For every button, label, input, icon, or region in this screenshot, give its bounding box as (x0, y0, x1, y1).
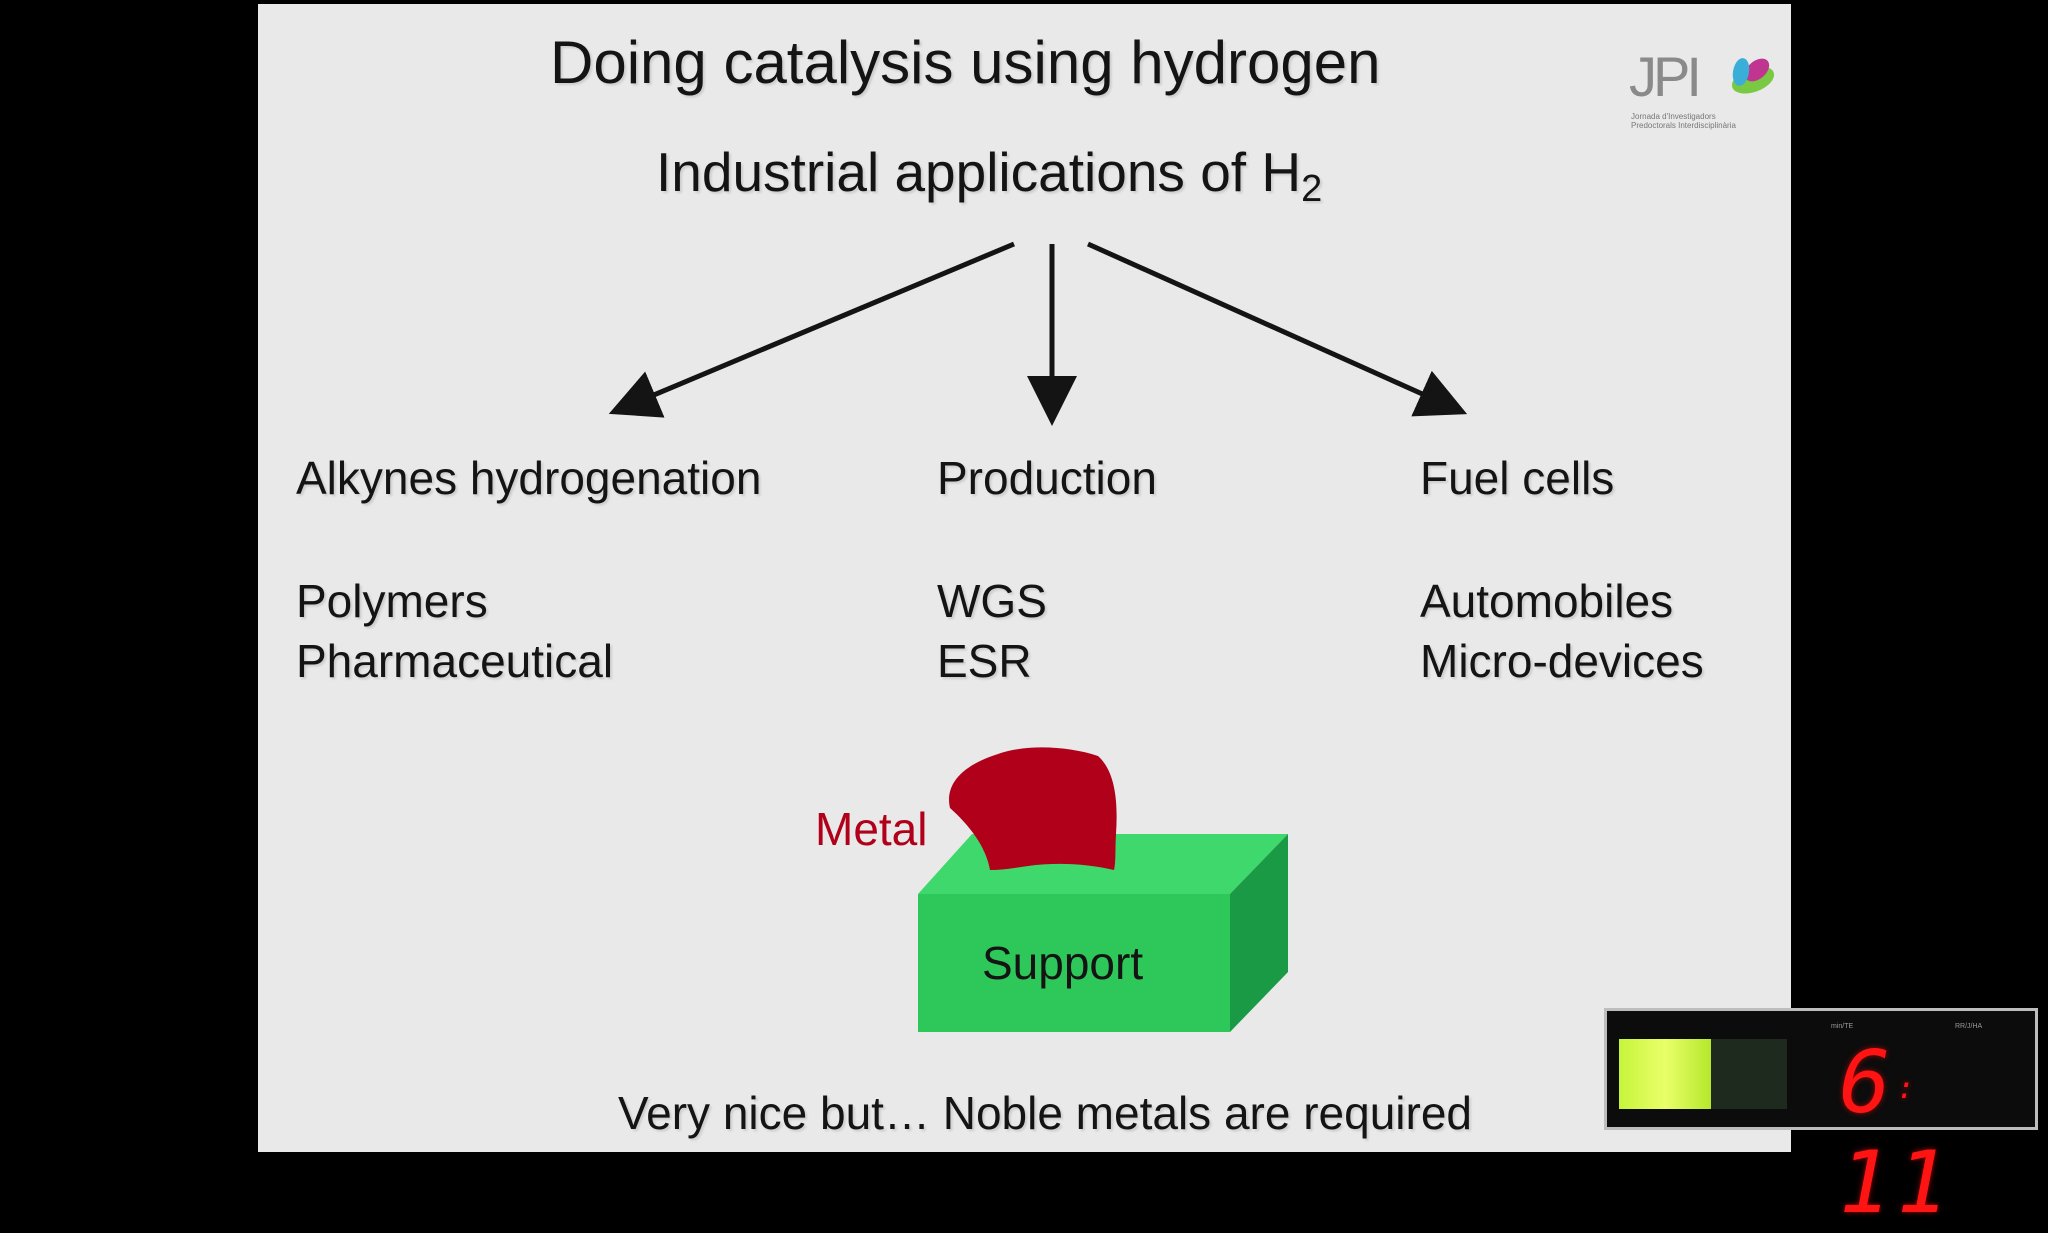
list-item: WGS (937, 575, 1047, 627)
arrow-right (1086, 241, 1468, 417)
timer-label-right: RR/J/HA (1955, 1023, 1983, 1030)
timer-minutes: 6 (1839, 1033, 1897, 1133)
catalyst-illustration (918, 747, 1288, 1032)
logo-caption-line-2: Predoctorals Interdisciplinària (1631, 121, 1736, 130)
timer-seconds: 11 (1839, 1133, 1955, 1233)
support-label: Support (982, 937, 1144, 989)
slide-title: Doing catalysis using hydrogen (550, 29, 1381, 96)
arrows-diagram (608, 241, 1468, 426)
timer-label-left: min/TE (1831, 1023, 1854, 1030)
slide: Doing catalysis using hydrogen Industria… (258, 4, 1791, 1152)
subtitle-subscript: 2 (1301, 168, 1323, 210)
slide-subtitle: Industrial applications of H2 (656, 140, 1322, 210)
list-item: Pharmaceutical (296, 635, 614, 687)
list-item: Micro-devices (1420, 635, 1704, 687)
logo-caption-line-1: Jornada d'Investigadors (1631, 112, 1716, 121)
list-item: Automobiles (1420, 575, 1674, 627)
column-heading-alkynes: Alkynes hydrogenation (296, 452, 762, 504)
support-box-side (1230, 834, 1288, 1032)
support-box-front (918, 894, 1230, 1032)
logo-text: JPI (1629, 45, 1702, 108)
metal-label: Metal (815, 803, 928, 855)
timer-progress-fill (1619, 1039, 1712, 1109)
timer-readout: 6: 11 (1839, 1033, 1955, 1233)
subtitle-text: Industrial applications of H (656, 141, 1302, 203)
presentation-timer: min/TE RR/J/HA 6: 11 (1604, 1008, 2038, 1233)
footer-statement: Very nice but… Noble metals are required (618, 1087, 1472, 1139)
arrow-left (608, 241, 1015, 418)
column-heading-fuel-cells: Fuel cells (1420, 452, 1615, 504)
leaf-icon (1731, 58, 1775, 94)
column-heading-production: Production (937, 452, 1157, 504)
metal-blob (949, 747, 1117, 870)
list-item: ESR (937, 635, 1032, 687)
timer-progress-bar (1619, 1039, 1787, 1109)
list-item: Polymers (296, 575, 488, 627)
